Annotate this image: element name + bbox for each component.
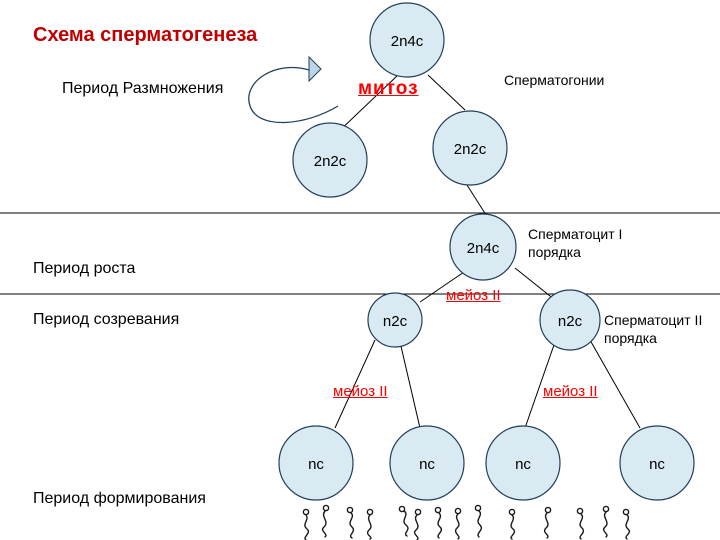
mitosis-arrowhead bbox=[309, 57, 321, 81]
spermatozoon-icon bbox=[623, 509, 629, 539]
spermatozoon-icon bbox=[415, 509, 421, 540]
spermatozoon-icon bbox=[545, 507, 551, 538]
node-top-label: 2n4c bbox=[391, 33, 424, 50]
spermatozoon-icon bbox=[323, 505, 329, 537]
edge-matl-nc2 bbox=[400, 342, 420, 428]
mitosis-loop-arrow bbox=[249, 68, 338, 123]
spermatozoon-icon bbox=[303, 509, 308, 540]
spermatozoon-icon bbox=[367, 509, 372, 539]
node-nc4-label: nc bbox=[649, 456, 665, 473]
spermatozoon-icon bbox=[509, 509, 514, 539]
node-mat-left-label: n2c bbox=[383, 313, 408, 330]
spermatocyte1-label-line1: Сперматоцит I bbox=[528, 226, 622, 242]
node-growth-label: 2n4c bbox=[467, 240, 500, 257]
meiosis-label-top: мейоз II bbox=[446, 287, 501, 304]
spermatocyte2-label-line1: Сперматоцит II bbox=[604, 312, 702, 328]
spermatozoon-icon bbox=[603, 506, 608, 537]
meiosis-label-right: мейоз II bbox=[543, 383, 598, 400]
spermatozoa-row bbox=[303, 505, 629, 540]
period-maturation: Период созревания bbox=[33, 311, 179, 329]
spermatozoon-icon bbox=[435, 507, 441, 538]
period-formation: Период формирования bbox=[33, 490, 206, 508]
period-growth: Период роста bbox=[33, 260, 135, 278]
meiosis-label-left: мейоз II bbox=[333, 383, 388, 400]
spermatozoon-icon bbox=[347, 507, 353, 538]
spermatogonia-label: Сперматогонии bbox=[504, 72, 604, 88]
diagram-title: Схема сперматогенеза bbox=[33, 24, 257, 47]
spermatozoon-icon bbox=[399, 506, 408, 536]
node-mid-right-label: 2n2c bbox=[454, 141, 487, 158]
spermatocyte1-label-line2: порядка bbox=[528, 244, 581, 260]
node-mat-right-label: n2c bbox=[558, 313, 583, 330]
node-nc1-label: nc bbox=[308, 456, 324, 473]
node-mid-left-label: 2n2c bbox=[314, 153, 347, 170]
node-nc2-label: nc bbox=[419, 456, 435, 473]
edge-top-right bbox=[428, 75, 465, 110]
spermatocyte2-label-line2: порядка bbox=[604, 330, 657, 346]
spermatozoon-icon bbox=[577, 508, 583, 539]
node-nc3-label: nc bbox=[515, 456, 531, 473]
spermatozoon-icon bbox=[475, 505, 481, 537]
period-reproduction: Период Размножения bbox=[62, 80, 223, 98]
spermatozoon-icon bbox=[455, 508, 460, 539]
mitosis-label: митоз bbox=[358, 78, 419, 100]
edge-growth-right bbox=[515, 268, 555, 300]
